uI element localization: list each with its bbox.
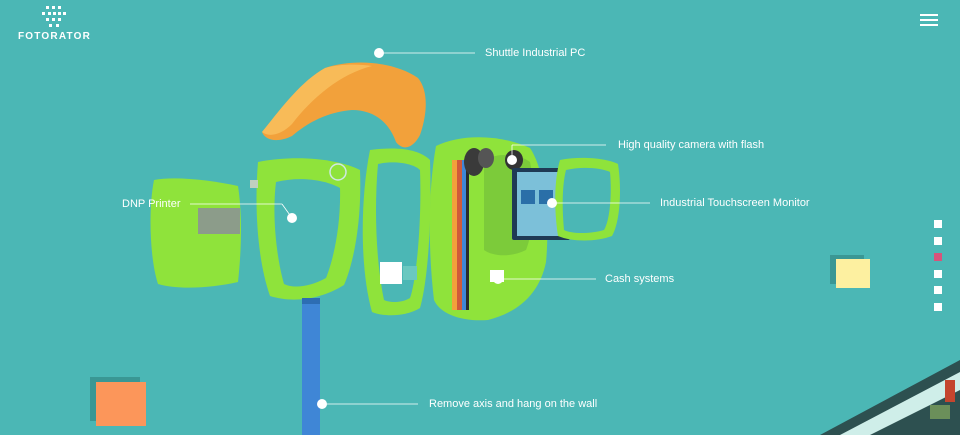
callout-printer[interactable]: DNP Printer — [122, 198, 181, 210]
callout-camera[interactable]: High quality camera with flash — [618, 139, 765, 151]
printer-shell — [150, 178, 241, 288]
callout-shuttle-pc[interactable]: Shuttle Industrial PC — [485, 47, 586, 59]
yellow-square — [836, 259, 870, 288]
pagination-dot-4[interactable] — [934, 269, 942, 278]
pagination-dot-6[interactable] — [934, 302, 942, 311]
pagination-dots — [934, 220, 944, 319]
hamburger-menu-icon[interactable] — [920, 14, 938, 26]
corner-decoration — [820, 360, 960, 435]
callout-monitor[interactable]: Industrial Touchscreen Monitor — [660, 197, 810, 209]
pagination-dot-3-active[interactable] — [934, 253, 942, 261]
roof-panel — [262, 62, 426, 148]
callout-dot-printer — [287, 213, 297, 223]
mount-pole — [302, 298, 320, 435]
callout-axis[interactable]: Remove axis and hang on the wall — [429, 398, 598, 410]
fotorator-logo[interactable]: FOTORATOR — [18, 6, 90, 42]
callout-dot-monitor — [547, 198, 557, 208]
logo-mark-icon — [42, 6, 66, 27]
callout-dot-cash — [493, 274, 503, 284]
brand-name: FOTORATOR — [18, 31, 92, 42]
orange-square — [96, 382, 146, 426]
pagination-dot-1[interactable] — [934, 220, 942, 228]
callout-dot-pc — [374, 48, 384, 58]
pagination-dot-2[interactable] — [934, 236, 942, 245]
pagination-dot-5[interactable] — [934, 286, 942, 294]
callout-dot-axis — [317, 399, 327, 409]
callout-cash[interactable]: Cash systems — [605, 273, 675, 285]
